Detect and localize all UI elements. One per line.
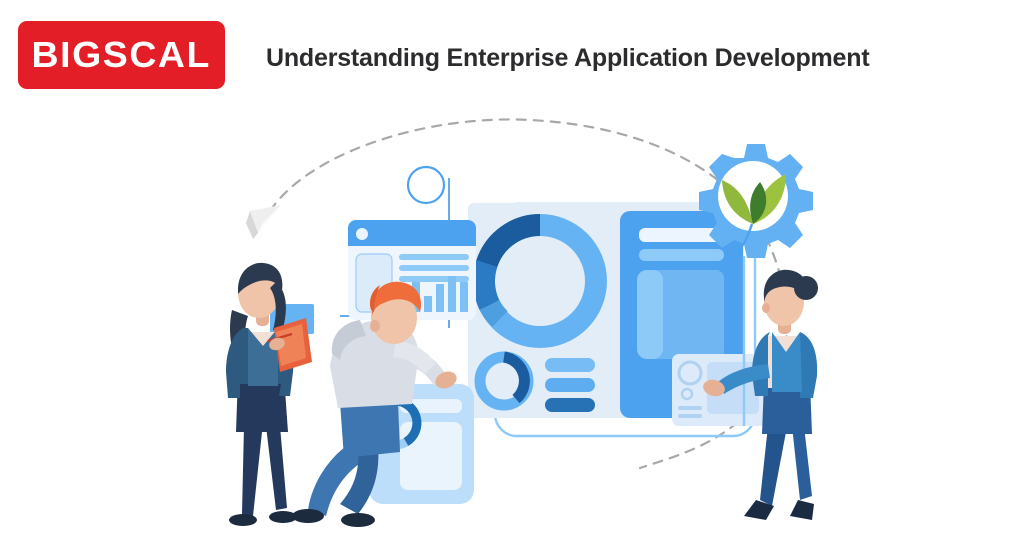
media-lens-icon [677,360,703,386]
legend-bars [545,358,595,412]
sprout-leaves [722,174,786,254]
person-man-center [292,281,457,527]
clipboard [267,318,312,372]
person-woman-left [226,262,312,526]
window-dot-icon [356,228,368,240]
paper-plane-icon [246,205,281,239]
page-title: Understanding Enterprise Application Dev… [266,44,870,72]
page-header: BIGSCAL Understanding Enterprise Applica… [0,0,1034,110]
media-dot-icon [680,387,694,401]
donut-chart-large[interactable] [473,214,607,348]
person-woman-right [703,269,818,520]
donut-chart-small[interactable] [474,351,534,411]
bigscal-logo[interactable]: BIGSCAL [18,21,225,89]
hero-illustration [0,96,1034,534]
accent-circle-outline [406,165,446,205]
illustration-canvas [226,118,818,527]
logo-wordmark: BIGSCAL [31,34,212,75]
